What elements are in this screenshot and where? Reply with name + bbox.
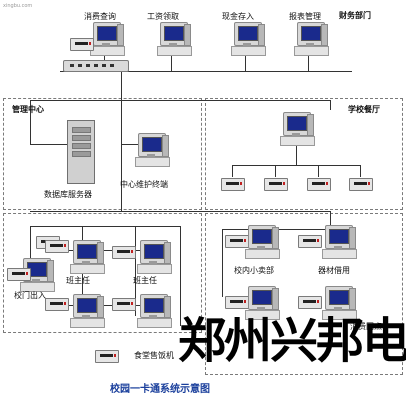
workstation-icon: [280, 112, 315, 146]
card-reader-icon: [225, 235, 249, 248]
card-reader-icon: [221, 178, 245, 191]
card-reader-icon: [307, 178, 331, 191]
backbone-horizontal: [30, 100, 330, 101]
label-canteen-pos: 食堂售饭机: [134, 351, 174, 360]
database-server-icon: [67, 120, 95, 184]
label-payroll: 工资领取: [147, 12, 179, 21]
label-gate: 校门出入: [14, 291, 46, 300]
zone-management-center: [3, 98, 202, 210]
workstation-icon: [137, 294, 172, 328]
workstation-icon: [245, 286, 280, 320]
label-teacher-1: 班主任: [66, 276, 90, 285]
label-reports: 报表管理: [289, 12, 321, 21]
card-reader-icon: [349, 178, 373, 191]
zone-classroom: [3, 213, 202, 333]
zone-school-canteen: [205, 98, 403, 210]
workstation-icon: [322, 225, 357, 259]
card-reader-icon: [45, 240, 69, 253]
card-reader-icon: [70, 38, 94, 51]
label-equipment: 器材借用: [318, 266, 350, 275]
workstation-icon: [70, 240, 105, 274]
workstation-icon: [322, 286, 357, 320]
site-mark: xingbu.com: [3, 3, 33, 9]
card-reader-icon: [112, 246, 136, 259]
label-db-server: 数据库服务器: [44, 190, 92, 199]
card-reader-icon: [7, 268, 31, 281]
label-finance-dept: 财务部门: [339, 11, 371, 20]
label-teacher-2: 班主任: [133, 276, 157, 285]
label-consume-point: 消费网点: [350, 322, 382, 331]
workstation-icon: [135, 133, 170, 167]
backbone-vertical: [121, 71, 122, 211]
bottom-bus: [30, 211, 331, 212]
card-reader-icon: [264, 178, 288, 191]
card-reader-icon: [95, 350, 119, 363]
workstation-icon: [90, 22, 125, 56]
label-consume-query: 消费查询: [84, 12, 116, 21]
workstation-icon: [245, 225, 280, 259]
workstation-icon: [157, 22, 192, 56]
workstation-icon: [231, 22, 266, 56]
workstation-icon: [294, 22, 329, 56]
label-management-center: 管理中心: [12, 105, 44, 114]
diagram-caption: 校园一卡通系统示意图: [110, 384, 210, 395]
finance-bus: [60, 71, 352, 72]
label-cash-deposit: 现金存入: [222, 12, 254, 21]
label-school-canteen: 学校餐厅: [348, 105, 380, 114]
label-center-terminal: 中心维护终端: [120, 180, 168, 189]
card-reader-icon: [298, 296, 322, 309]
watermark-logo: 郑州兴邦电子: [178, 313, 406, 369]
card-reader-icon: [45, 298, 69, 311]
workstation-icon: [137, 240, 172, 274]
card-reader-icon: [298, 235, 322, 248]
card-reader-icon: [112, 298, 136, 311]
workstation-icon: [70, 294, 105, 328]
zone-shop: [205, 213, 403, 375]
network-switch-icon: [63, 60, 129, 72]
label-kiosk: 校内小卖部: [234, 266, 274, 275]
